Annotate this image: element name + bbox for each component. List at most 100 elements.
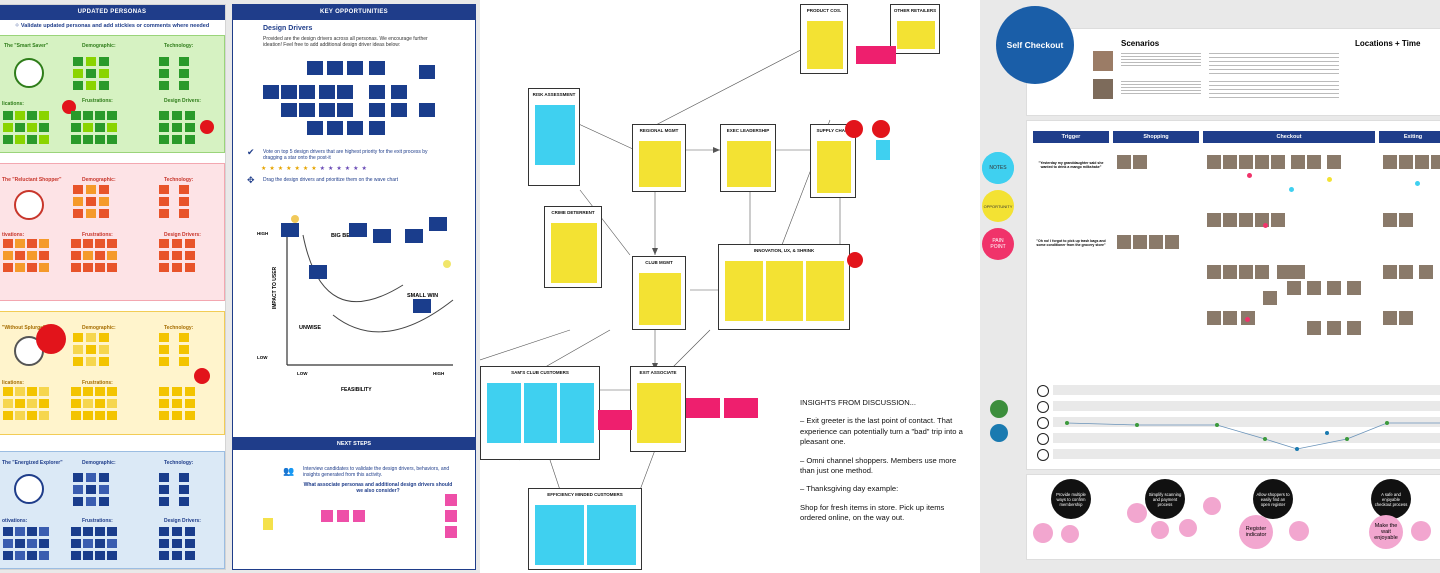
sticky-note[interactable] xyxy=(3,251,13,260)
sticky-note[interactable] xyxy=(159,185,169,194)
sticky-note[interactable] xyxy=(99,333,109,342)
stakeholder-sticky[interactable] xyxy=(806,261,844,321)
sticky-note[interactable] xyxy=(73,57,83,66)
sticky-note[interactable] xyxy=(73,69,83,78)
sticky-note[interactable] xyxy=(159,411,169,420)
journey-photo[interactable] xyxy=(1431,155,1440,169)
journey-photo[interactable] xyxy=(1287,281,1301,295)
sticky-note[interactable] xyxy=(39,551,49,560)
journey-photo[interactable] xyxy=(1223,311,1237,325)
sticky-note[interactable] xyxy=(27,399,37,408)
sticky-note[interactable] xyxy=(3,239,13,248)
sticky-note[interactable] xyxy=(95,387,105,396)
sticky-note[interactable] xyxy=(99,197,109,206)
sticky-note[interactable] xyxy=(86,345,96,354)
driver-sticky[interactable] xyxy=(369,61,385,75)
sticky-note[interactable] xyxy=(73,485,83,494)
sticky-note[interactable] xyxy=(83,399,93,408)
journey-photo[interactable] xyxy=(1149,235,1163,249)
sticky-note[interactable] xyxy=(159,357,169,366)
driver-sticky[interactable] xyxy=(369,121,385,135)
sticky-note[interactable] xyxy=(27,111,37,120)
stakeholder-sticky[interactable] xyxy=(523,383,558,443)
journey-photo[interactable] xyxy=(1207,213,1221,227)
sticky-note[interactable] xyxy=(107,111,117,120)
sticky-note[interactable] xyxy=(86,69,96,78)
journey-photo[interactable] xyxy=(1271,213,1285,227)
stakeholder-box-product[interactable]: PRODUCT COS. xyxy=(800,4,848,74)
sticky-note[interactable] xyxy=(27,251,37,260)
sticky-note[interactable] xyxy=(71,239,81,248)
journey-photo[interactable] xyxy=(1165,235,1179,249)
sticky-note[interactable] xyxy=(95,263,105,272)
sticky-note[interactable] xyxy=(172,123,182,132)
driver-sticky[interactable] xyxy=(391,85,407,99)
pain-sticky[interactable] xyxy=(856,46,896,64)
sticky-note[interactable] xyxy=(3,411,13,420)
sticky-note[interactable] xyxy=(27,387,37,396)
driver-sticky[interactable] xyxy=(307,61,323,75)
sticky-note[interactable] xyxy=(86,357,96,366)
stakeholder-sticky[interactable] xyxy=(765,261,804,321)
chart-sticky[interactable] xyxy=(349,223,367,237)
sticky-note[interactable] xyxy=(71,123,81,132)
sticky-note[interactable] xyxy=(3,399,13,408)
opportunity-bubble[interactable]: A safe and enjoyable checkout process xyxy=(1371,479,1411,519)
journey-photo[interactable] xyxy=(1117,235,1131,249)
sticky-note[interactable] xyxy=(107,551,117,560)
sticky-note[interactable] xyxy=(107,399,117,408)
notes-sticky[interactable] xyxy=(876,140,890,160)
sticky-note[interactable] xyxy=(107,135,117,144)
journey-marker[interactable] xyxy=(1415,181,1420,186)
sticky-note[interactable] xyxy=(15,123,25,132)
sticky-note[interactable] xyxy=(99,69,109,78)
sticky-note[interactable] xyxy=(95,539,105,548)
journey-photo[interactable] xyxy=(1399,265,1413,279)
journey-photo[interactable] xyxy=(1117,155,1131,169)
sticky-note[interactable] xyxy=(39,123,49,132)
sticky-note[interactable] xyxy=(107,527,117,536)
driver-sticky[interactable] xyxy=(347,121,363,135)
sticky-note[interactable] xyxy=(107,263,117,272)
chart-sticky[interactable] xyxy=(429,217,447,231)
sticky-note[interactable] xyxy=(3,123,13,132)
sticky-note[interactable] xyxy=(95,411,105,420)
sticky-note[interactable] xyxy=(159,123,169,132)
sticky-note[interactable] xyxy=(73,497,83,506)
sticky-note[interactable] xyxy=(15,239,25,248)
sticky-note[interactable] xyxy=(83,135,93,144)
driver-sticky[interactable] xyxy=(337,85,353,99)
driver-sticky[interactable] xyxy=(347,61,363,75)
pain-dot[interactable] xyxy=(847,252,863,268)
journey-photo[interactable] xyxy=(1239,265,1253,279)
sticky-note[interactable] xyxy=(172,539,182,548)
sticky-note[interactable] xyxy=(71,399,81,408)
journey-photo[interactable] xyxy=(1327,155,1341,169)
sticky-note[interactable] xyxy=(83,111,93,120)
stakeholder-sticky[interactable] xyxy=(727,141,771,187)
journey-photo[interactable] xyxy=(1383,311,1397,325)
sticky-note[interactable] xyxy=(107,387,117,396)
driver-sticky[interactable] xyxy=(419,65,435,79)
sticky-note[interactable] xyxy=(95,551,105,560)
pink-bubble[interactable] xyxy=(1127,503,1147,523)
sticky-note[interactable] xyxy=(99,473,109,482)
sticky-note[interactable] xyxy=(71,135,81,144)
sticky-note[interactable] xyxy=(86,497,96,506)
sticky-note[interactable] xyxy=(179,357,189,366)
stakeholder-sticky[interactable] xyxy=(897,21,935,49)
journey-photo[interactable] xyxy=(1327,321,1341,335)
journey-marker[interactable] xyxy=(1247,173,1252,178)
sticky-note[interactable] xyxy=(99,209,109,218)
journey-photo[interactable] xyxy=(1419,265,1433,279)
stakeholder-sticky[interactable] xyxy=(487,383,521,443)
sticky-note[interactable] xyxy=(71,111,81,120)
pain-dot[interactable] xyxy=(872,120,890,138)
sticky-note[interactable] xyxy=(179,345,189,354)
sticky-note[interactable] xyxy=(15,411,25,420)
journey-photo[interactable] xyxy=(1271,155,1285,169)
sticky-note[interactable] xyxy=(159,497,169,506)
driver-sticky[interactable] xyxy=(327,121,343,135)
sticky-note[interactable] xyxy=(179,81,189,90)
journey-marker[interactable] xyxy=(1245,317,1250,322)
